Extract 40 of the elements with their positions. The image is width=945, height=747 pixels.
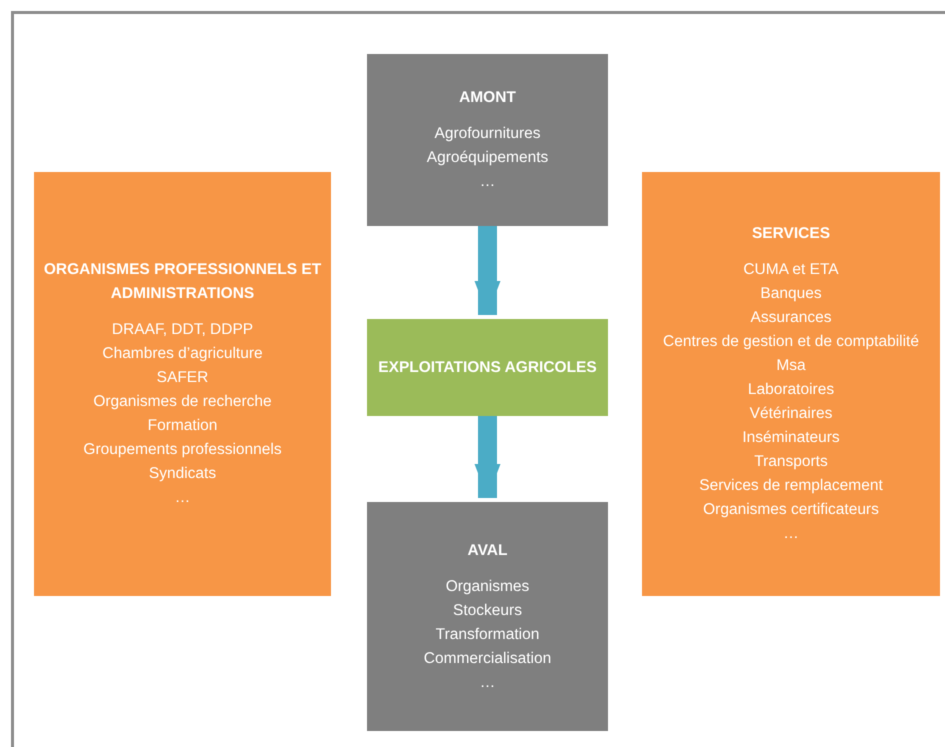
list-item: Organismes de recherche [93, 392, 272, 412]
arrow [474, 416, 500, 498]
box-heading: EXPLOITATIONS AGRICOLES [378, 358, 597, 378]
list-item: Agrofournitures [434, 124, 540, 144]
list-item: Transports [754, 452, 828, 472]
list-item: Organismes [446, 576, 530, 596]
list-item: Laboratoires [748, 380, 834, 400]
list-item: Transformation [436, 624, 540, 644]
list-item: Centres de gestion et de comptabilité [663, 332, 919, 352]
box-heading: AVAL [468, 540, 508, 560]
list-item: Assurances [750, 308, 832, 328]
list-item: Syndicats [148, 464, 216, 484]
list-item: … [174, 488, 190, 508]
list-item: … [480, 672, 496, 692]
downstream-box [367, 502, 608, 731]
upstream-box [367, 54, 608, 226]
list-item: Chambres d’agriculture [102, 344, 263, 364]
list-item: … [783, 524, 799, 544]
farms-box [367, 319, 608, 416]
list-item: … [480, 172, 496, 192]
list-item: Agroéquipements [426, 148, 548, 168]
list-item: Inséminateurs [742, 428, 840, 448]
arrow [474, 226, 500, 315]
list-item: Commercialisation [424, 648, 552, 668]
list-item: Banques [760, 284, 822, 304]
box-heading: SERVICES [752, 224, 830, 244]
services-box [642, 172, 940, 596]
list-item: Msa [776, 356, 806, 376]
box-heading: ORGANISMES PROFESSIONNELS ET ADMINISTRATIONS [42, 260, 322, 304]
list-item: Organismes certificateurs [703, 500, 879, 520]
box-heading: AMONT [459, 88, 516, 108]
list-item: Groupements professionnels [83, 440, 282, 460]
list-item: Formation [148, 416, 218, 436]
list-item: SAFER [156, 368, 208, 388]
list-item: CUMA et ETA [743, 260, 839, 280]
list-item: Services de remplacement [699, 476, 883, 496]
list-item: Vétérinaires [750, 404, 832, 424]
list-item: Stockeurs [453, 600, 522, 620]
organizations-box [34, 172, 331, 596]
list-item: DRAAF, DDT, DDPP [112, 320, 254, 340]
